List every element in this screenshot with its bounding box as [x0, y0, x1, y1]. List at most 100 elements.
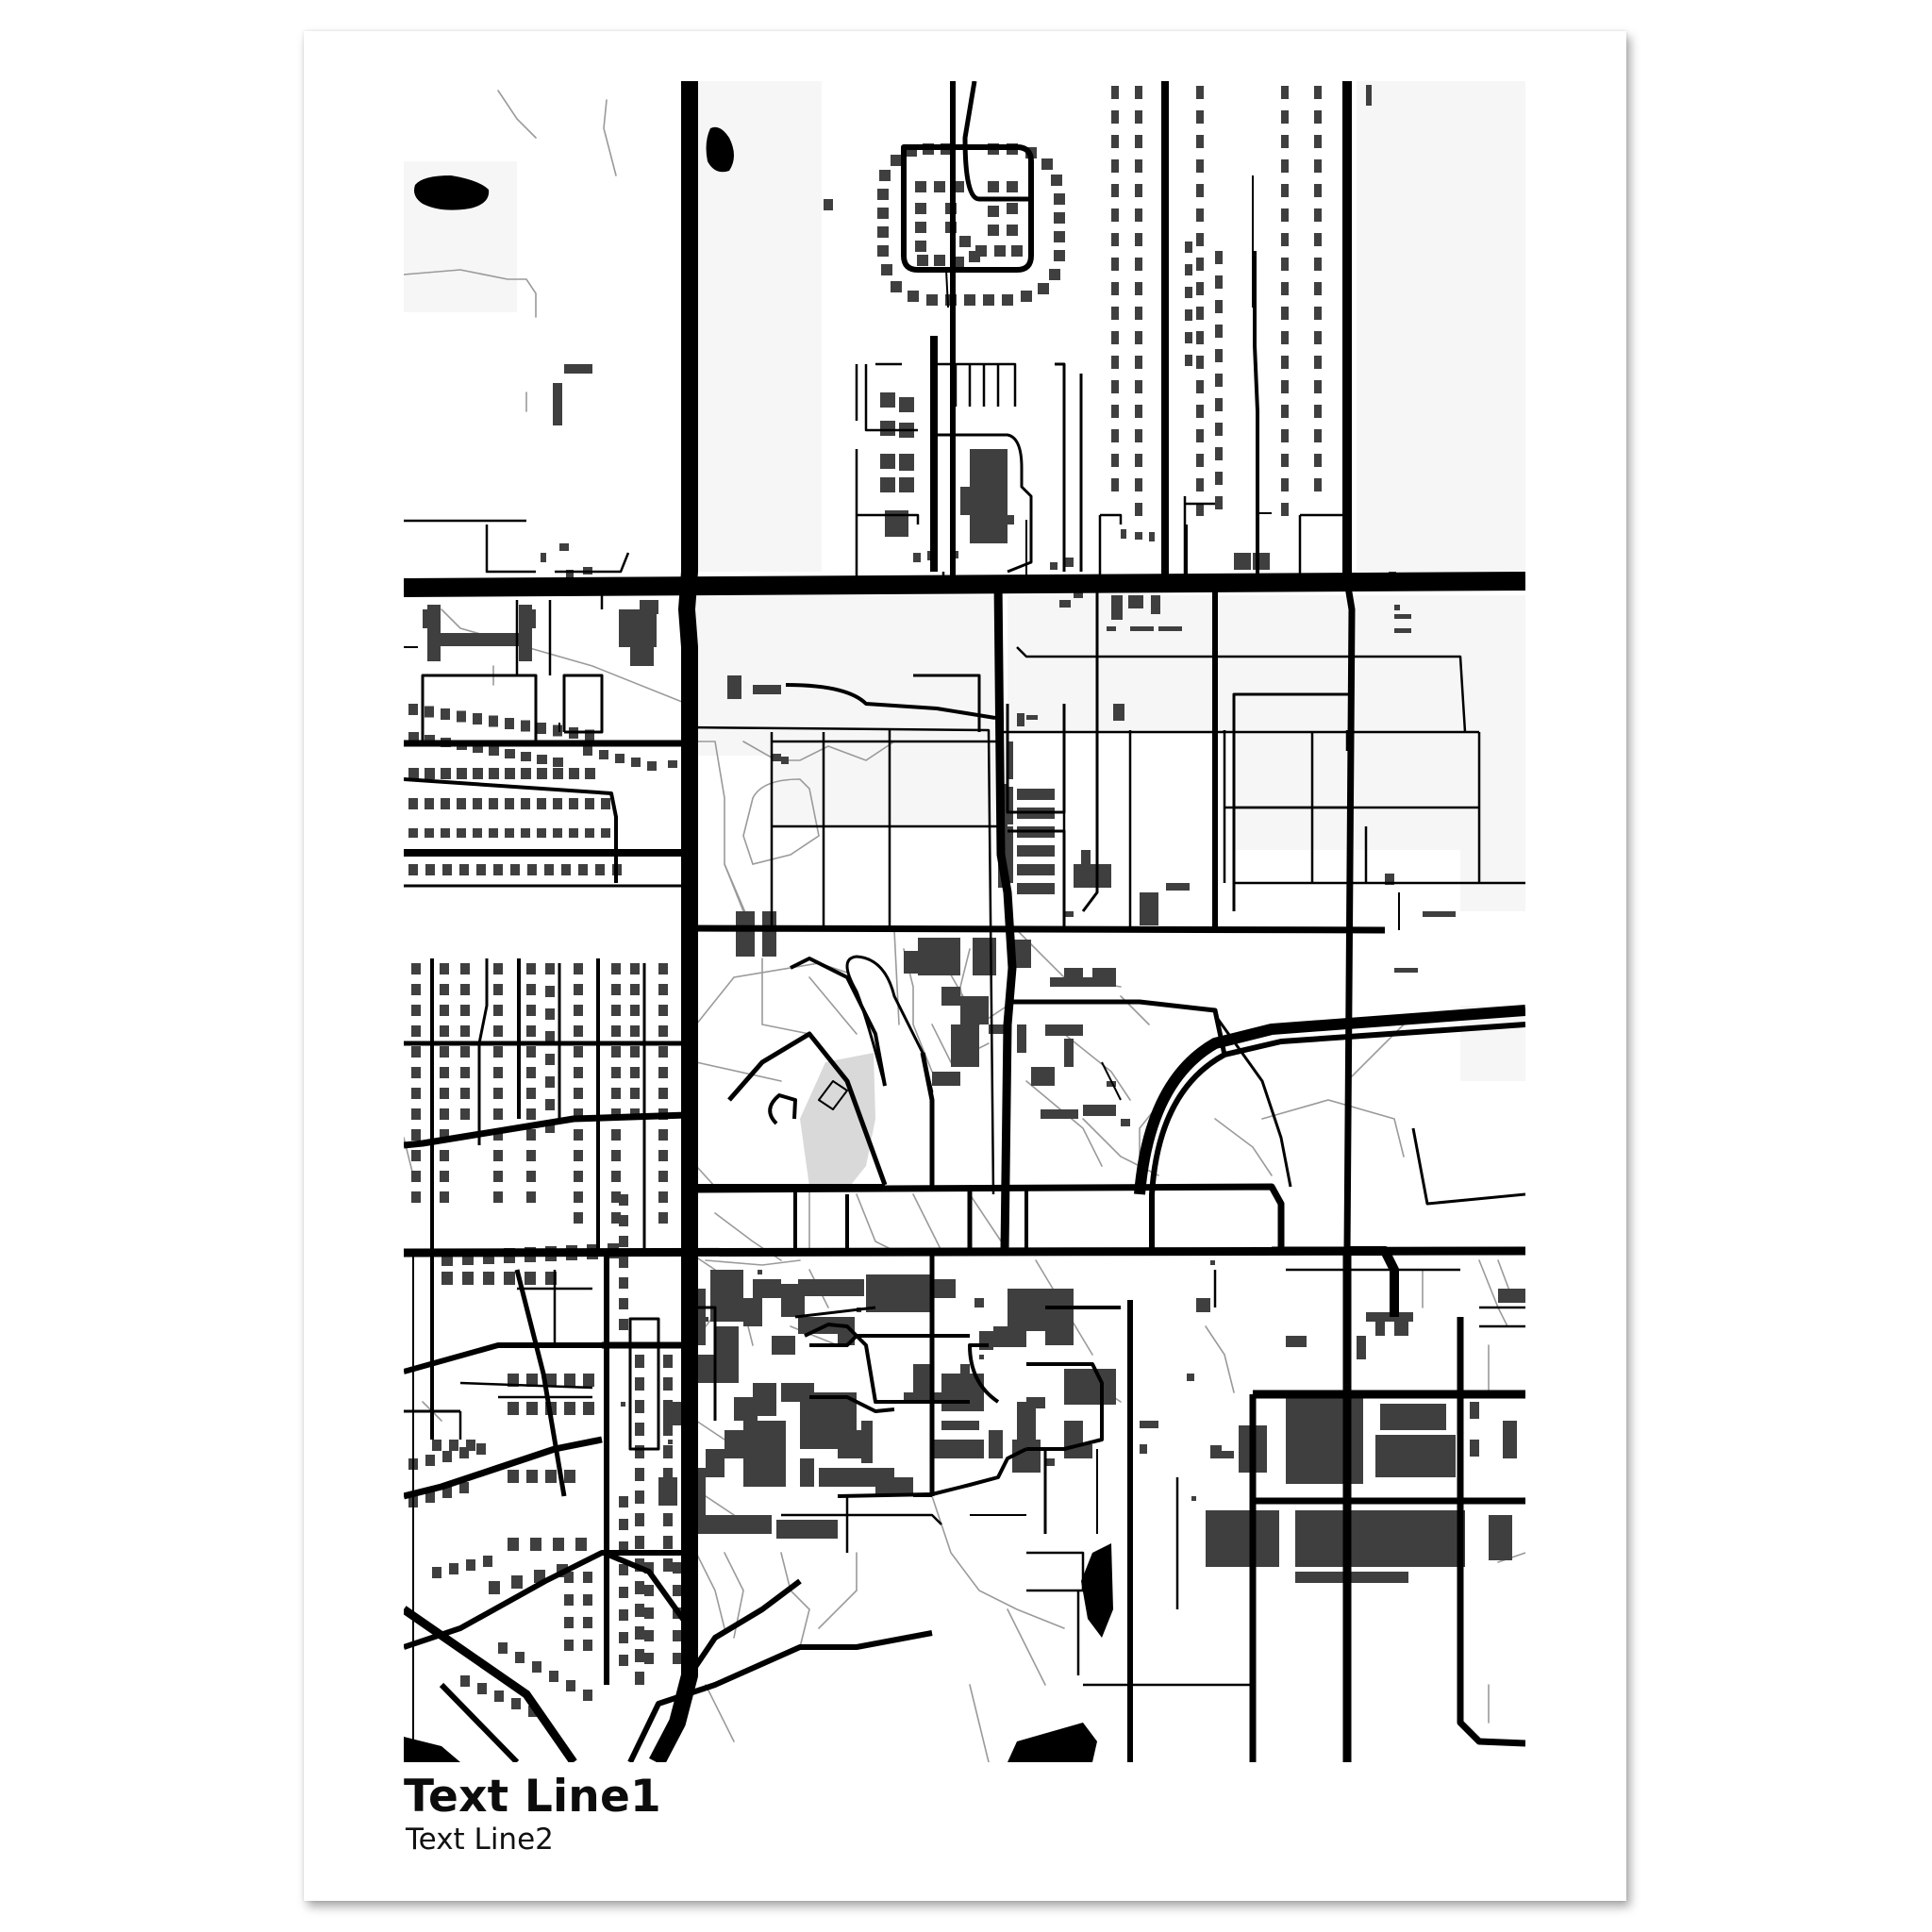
house	[658, 1046, 668, 1058]
footpath	[1063, 1033, 1131, 1101]
house	[526, 1129, 536, 1141]
house	[425, 768, 435, 779]
house	[574, 1191, 583, 1203]
building	[1234, 553, 1251, 570]
house	[505, 749, 515, 758]
house	[630, 1046, 640, 1058]
house	[457, 768, 467, 779]
house	[425, 1455, 435, 1466]
building	[960, 1364, 970, 1374]
house	[411, 1171, 421, 1182]
house	[1281, 208, 1289, 222]
house	[1054, 212, 1065, 224]
house	[1281, 454, 1289, 467]
house	[473, 828, 482, 838]
house	[1314, 405, 1322, 418]
house	[569, 828, 578, 838]
house	[526, 1470, 538, 1483]
building	[1059, 600, 1071, 608]
house	[619, 1257, 628, 1268]
house	[635, 1626, 644, 1640]
house	[994, 245, 1006, 257]
minor-road	[1232, 692, 1352, 911]
house	[441, 768, 451, 779]
building	[1210, 1260, 1215, 1265]
house	[601, 798, 610, 809]
house	[1111, 184, 1119, 197]
building	[706, 1449, 724, 1477]
minor-road	[1213, 1014, 1292, 1188]
building	[566, 570, 574, 579]
house	[574, 1046, 583, 1058]
building	[932, 1072, 960, 1086]
minor-road	[727, 1031, 888, 1186]
house	[619, 1655, 628, 1666]
house	[663, 1423, 673, 1436]
building	[974, 1298, 984, 1307]
building	[1111, 595, 1123, 620]
major-road	[404, 1606, 577, 1762]
house	[473, 743, 483, 753]
house	[1054, 250, 1065, 261]
house	[505, 798, 514, 809]
house	[1314, 454, 1322, 467]
building	[1107, 1081, 1116, 1087]
local-street	[962, 81, 1031, 202]
major-road	[1010, 999, 1227, 1056]
house	[1007, 181, 1018, 192]
house	[663, 1377, 673, 1391]
building	[1380, 1510, 1465, 1567]
house	[460, 963, 470, 974]
house	[457, 710, 466, 723]
house	[459, 864, 469, 875]
building	[1008, 787, 1013, 824]
house	[1135, 233, 1142, 246]
building	[704, 1317, 708, 1322]
house	[1281, 380, 1289, 393]
house	[440, 1025, 449, 1037]
water-body	[1081, 1543, 1113, 1638]
house	[526, 984, 536, 995]
house	[1196, 86, 1204, 99]
house	[1314, 184, 1322, 197]
house	[583, 1617, 592, 1628]
house	[1135, 503, 1142, 516]
building	[960, 487, 975, 515]
building	[1295, 1510, 1390, 1567]
building	[1017, 883, 1055, 894]
building	[979, 1355, 984, 1359]
house	[635, 1468, 644, 1481]
building	[630, 647, 654, 666]
house	[635, 1513, 644, 1526]
building	[1045, 1458, 1055, 1466]
house	[575, 1538, 587, 1551]
building	[696, 1355, 739, 1383]
house	[515, 1652, 525, 1663]
building	[772, 1336, 795, 1355]
minor-road	[809, 1395, 895, 1413]
building	[1366, 85, 1372, 106]
house	[466, 1559, 475, 1571]
street-map	[404, 81, 1525, 1762]
minor-roads	[404, 581, 1525, 1762]
house	[630, 1067, 640, 1078]
building	[1130, 626, 1154, 631]
house	[440, 1046, 449, 1058]
building	[668, 760, 677, 768]
house	[619, 1609, 628, 1621]
house	[908, 291, 919, 302]
building	[960, 996, 989, 1024]
house	[1281, 159, 1289, 173]
house	[440, 1088, 449, 1099]
minor-road	[421, 674, 538, 741]
house	[545, 1076, 555, 1088]
house	[1135, 478, 1142, 491]
house	[1111, 429, 1119, 442]
building	[1215, 1451, 1234, 1458]
minor-road	[809, 1334, 970, 1347]
house	[440, 1108, 449, 1120]
house	[1196, 356, 1204, 369]
footpath	[705, 1684, 735, 1742]
building	[1083, 1105, 1116, 1116]
house	[411, 1046, 421, 1058]
